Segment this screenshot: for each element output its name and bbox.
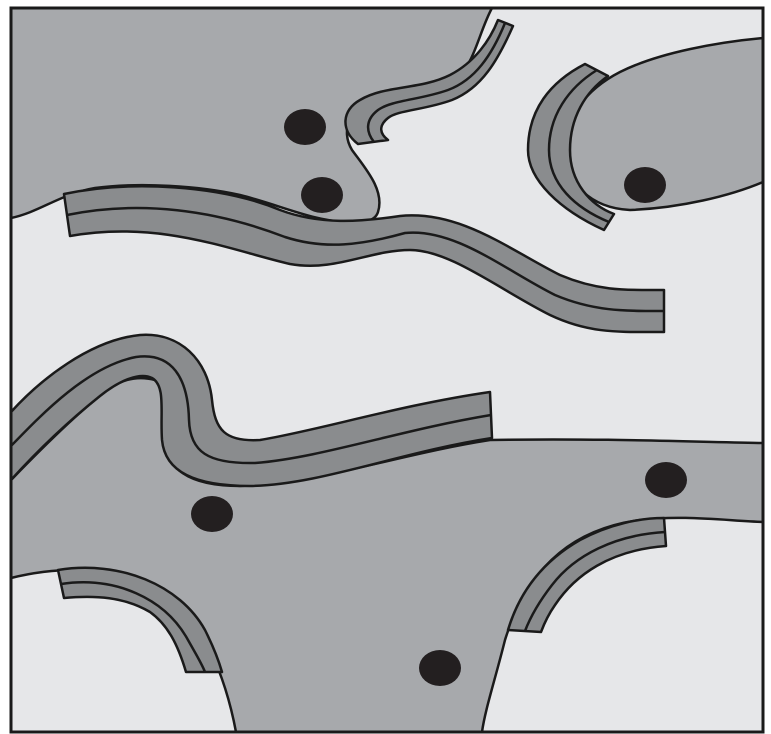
marker-dot-3 — [624, 167, 666, 203]
marker-dot-2 — [301, 177, 343, 213]
marker-dot-6 — [419, 650, 461, 686]
marker-dot-1 — [284, 109, 326, 145]
marker-dot-4 — [191, 496, 233, 532]
marker-dot-5 — [645, 462, 687, 498]
